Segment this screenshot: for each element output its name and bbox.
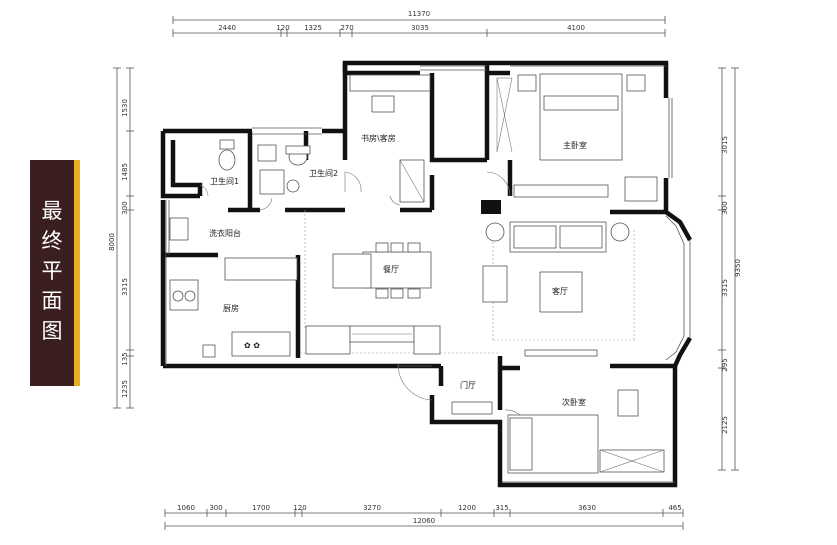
master-bed bbox=[539, 73, 623, 161]
room-label-entry: 门厅 bbox=[460, 380, 476, 390]
dim-right-1: 3015 bbox=[721, 136, 729, 154]
title-char: 最 bbox=[41, 199, 63, 223]
dim-left-2: 1485 bbox=[121, 163, 129, 181]
dim-top-total: 11370 bbox=[408, 10, 430, 18]
window-lines bbox=[165, 65, 675, 483]
dim-top-1: 2440 bbox=[218, 24, 236, 32]
room-label-bath1: 卫生间1 bbox=[210, 176, 239, 186]
dim-right-5: 2125 bbox=[721, 416, 729, 434]
dim-bottom-3: 1700 bbox=[252, 504, 270, 512]
dim-bottom-6: 1200 bbox=[458, 504, 476, 512]
dim-left-4: 3315 bbox=[121, 278, 129, 296]
room-label-kitchen: 厨房 bbox=[223, 303, 239, 313]
top-dimensions: 11370 2440 120 1325 270 3035 4100 bbox=[172, 10, 666, 37]
title-char: 图 bbox=[41, 319, 63, 343]
dim-bottom-1: 1060 bbox=[177, 504, 195, 512]
dim-left-5: 135 bbox=[121, 352, 129, 365]
walls bbox=[160, 60, 692, 488]
dim-right-2: 300 bbox=[721, 201, 729, 214]
room-label-second: 次卧室 bbox=[562, 397, 586, 407]
room-label-bath2: 卫生间2 bbox=[309, 168, 338, 178]
left-dimensions: 8000 1530 1485 300 3315 135 1235 bbox=[108, 67, 134, 409]
title-accent-bar bbox=[74, 160, 80, 386]
dim-left-1: 1530 bbox=[121, 99, 129, 117]
title-char: 面 bbox=[41, 289, 63, 313]
structural-column bbox=[481, 200, 501, 214]
dim-bottom-7: 315 bbox=[495, 504, 508, 512]
dim-right-total: 9350 bbox=[734, 259, 742, 277]
door-swings bbox=[199, 171, 529, 433]
dim-left-6: 1235 bbox=[121, 380, 129, 398]
dim-right-3: 3315 bbox=[721, 279, 729, 297]
dim-bottom-8: 3630 bbox=[578, 504, 596, 512]
dim-bottom-4: 120 bbox=[293, 504, 306, 512]
room-label-master: 主卧室 bbox=[563, 140, 587, 150]
dim-top-4: 270 bbox=[340, 24, 353, 32]
right-dimensions: 3015 300 3315 295 2125 9350 bbox=[718, 67, 742, 471]
dim-left-total: 8000 bbox=[108, 233, 116, 251]
dim-bottom-9: 465 bbox=[668, 504, 681, 512]
plan-title: 最 终 平 面 图 bbox=[30, 196, 74, 346]
room-label-dining: 餐厅 bbox=[383, 265, 399, 274]
room-labels: 书房\客房 主卧室 卫生间1 卫生间2 洗衣阳台 餐厅 客厅 厨房 门厅 次卧室 bbox=[209, 133, 587, 407]
title-char: 终 bbox=[41, 229, 63, 253]
dim-top-3: 1325 bbox=[304, 24, 322, 32]
room-label-living: 客厅 bbox=[552, 286, 568, 296]
dim-left-3: 300 bbox=[121, 201, 129, 214]
dim-top-6: 4100 bbox=[567, 24, 585, 32]
stove-icon: ✿ ✿ bbox=[244, 341, 260, 350]
furniture: ✿ ✿ bbox=[169, 73, 665, 474]
dim-top-2: 120 bbox=[276, 24, 289, 32]
dim-right-4: 295 bbox=[721, 358, 729, 371]
title-banner bbox=[30, 160, 80, 386]
dim-bottom-total: 12060 bbox=[413, 517, 435, 525]
dim-bottom-2: 300 bbox=[209, 504, 222, 512]
room-label-study: 书房\客房 bbox=[361, 133, 396, 143]
dim-top-5: 3035 bbox=[411, 24, 429, 32]
bottom-dimensions: 1060 300 1700 120 3270 1200 315 3630 465… bbox=[164, 504, 684, 530]
title-char: 平 bbox=[41, 259, 63, 283]
dim-bottom-5: 3270 bbox=[363, 504, 381, 512]
room-label-laundry: 洗衣阳台 bbox=[209, 228, 241, 238]
